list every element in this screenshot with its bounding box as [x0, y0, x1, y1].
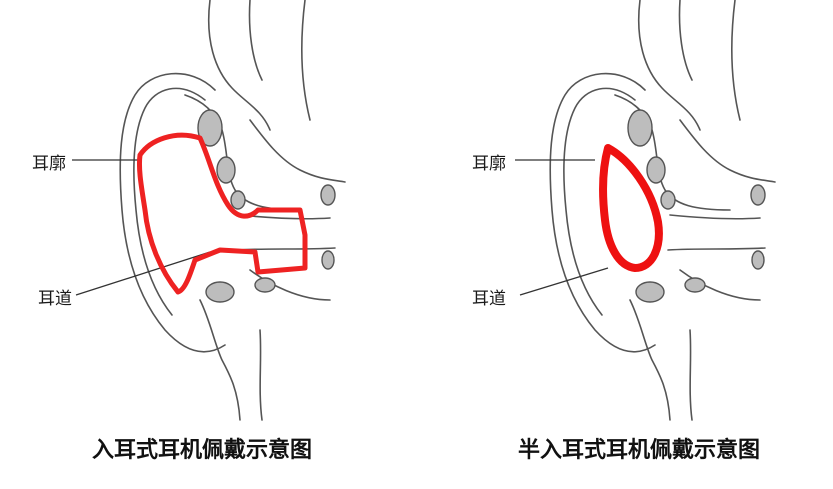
head-contour-line: [730, 0, 741, 121]
cartilage-shape: [750, 184, 766, 206]
cartilage-shape: [230, 190, 246, 210]
helix-inner-line: [133, 87, 206, 316]
cartilage-shape: [254, 277, 276, 293]
inner-structure-line: [249, 269, 331, 301]
helix-outer-line: [549, 72, 656, 353]
in-ear-ear-illustration: [72, 0, 346, 421]
jaw-line: [689, 329, 693, 421]
canal-leader-line: [75, 251, 211, 296]
cartilage-shape: [205, 281, 235, 303]
cartilage-shape: [216, 156, 236, 184]
cartilage-shape: [751, 250, 765, 270]
cartilage-shape: [646, 156, 666, 184]
cartilage-shape: [197, 109, 223, 147]
head-contour-line: [637, 0, 701, 131]
head-contour-line: [300, 0, 311, 121]
semi-in-ear-ear-illustration: [515, 0, 776, 421]
lobe-line: [629, 299, 671, 421]
inner-structure-line: [679, 269, 761, 301]
head-contour-line: [207, 0, 271, 131]
inner-structure-line: [249, 119, 346, 183]
cartilage-shape: [660, 190, 676, 210]
in-ear-caption: 入耳式耳机佩戴示意图: [92, 438, 313, 463]
canal-leader-line: [519, 267, 609, 296]
helix-inner-line: [563, 87, 636, 316]
cartilage-shape: [684, 277, 706, 293]
cartilage-shape: [321, 250, 335, 270]
ear-canal-label: 耳道: [472, 289, 506, 309]
cartilage-shape: [627, 109, 653, 147]
cartilage-shape: [320, 184, 336, 206]
in-ear-earphone-outline: [137, 132, 308, 295]
auricle-label: 耳廓: [472, 154, 506, 174]
head-contour-line: [248, 0, 263, 81]
semi-in-ear-earphone-outline: [599, 144, 663, 272]
semi-in-ear-panel: 耳廓 耳道 半入耳式耳机佩戴示意图: [430, 0, 830, 489]
lobe-line: [199, 299, 241, 421]
head-contour-line: [678, 0, 693, 81]
ear-canal-label: 耳道: [38, 289, 72, 309]
semi-in-ear-caption: 半入耳式耳机佩戴示意图: [518, 438, 761, 463]
helix-outer-line: [119, 72, 226, 353]
canal-line: [667, 247, 766, 251]
inner-structure-line: [679, 119, 776, 183]
auricle-label: 耳廓: [32, 154, 66, 174]
in-ear-panel: 耳廓 耳道 入耳式耳机佩戴示意图: [0, 0, 400, 489]
cartilage-shape: [635, 281, 665, 303]
jaw-line: [259, 329, 263, 421]
canal-line: [669, 214, 761, 220]
